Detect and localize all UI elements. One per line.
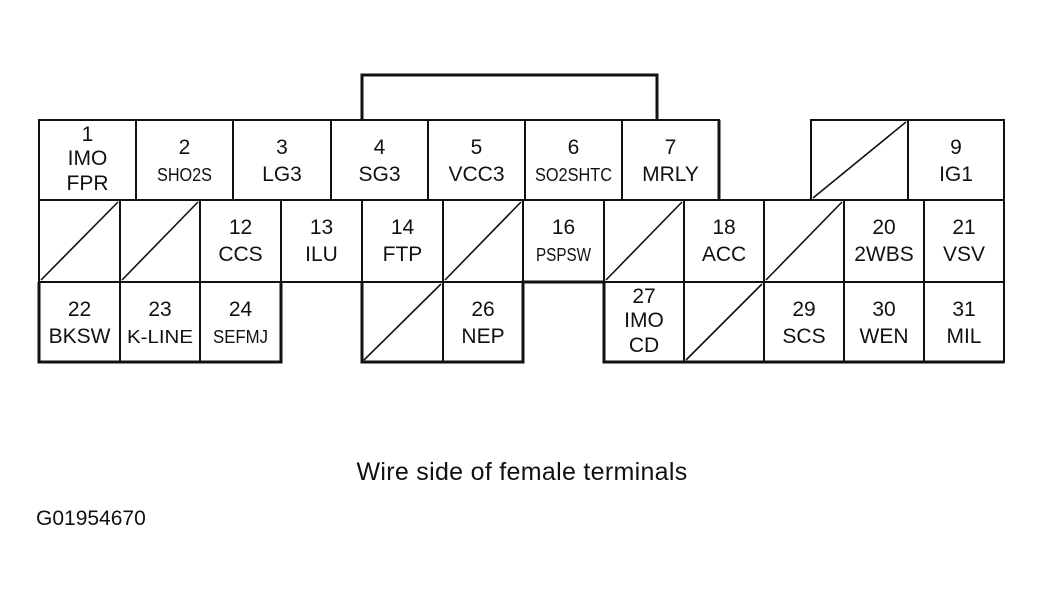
terminal-number: 13 <box>310 216 333 239</box>
figure-id: G01954670 <box>36 507 146 530</box>
empty-terminal-cavity <box>603 199 685 283</box>
blocked-cavity-slash <box>685 283 763 361</box>
terminal-signal-label: VCC3 <box>448 163 504 186</box>
terminal-signal-label: VSV <box>943 243 985 266</box>
terminal-number: 27 <box>632 285 655 308</box>
connector-outline-right <box>602 282 1004 364</box>
terminal-number: 23 <box>148 298 171 321</box>
terminal-signal-label: SG3 <box>358 163 400 186</box>
terminal-number: 30 <box>872 298 895 321</box>
empty-terminal-cavity <box>810 119 909 201</box>
terminal-number: 16 <box>552 216 575 239</box>
terminal-signal-label: IG1 <box>939 163 973 186</box>
blocked-cavity-slash <box>765 201 843 281</box>
terminal-signal-label: IMO <box>68 147 108 170</box>
terminal-signal-label: SO2SHTC <box>535 165 612 185</box>
terminal-signal-label-2: CD <box>629 334 659 357</box>
terminal-number: 6 <box>568 136 580 159</box>
terminal-signal-label: MIL <box>946 325 981 348</box>
connector-outline-left <box>37 282 283 364</box>
empty-terminal-cavity <box>763 199 845 283</box>
terminal-signal-label: MRLY <box>642 163 699 186</box>
terminal-number: 7 <box>665 136 677 159</box>
blocked-cavity-slash <box>605 201 683 281</box>
terminal-number: 26 <box>471 298 494 321</box>
empty-terminal-cavity <box>361 281 444 363</box>
terminal-number: 31 <box>952 298 975 321</box>
blocked-cavity-slash <box>121 201 199 281</box>
empty-terminal-cavity <box>442 199 524 283</box>
terminal-signal-label: ACC <box>702 243 746 266</box>
diagram-caption: Wire side of female terminals <box>356 458 688 486</box>
terminal-signal-label: ILU <box>305 243 338 266</box>
terminal-signal-label: SCS <box>782 325 825 348</box>
terminal-number: 12 <box>229 216 252 239</box>
terminal-signal-label: WEN <box>860 325 909 348</box>
connector-lock-tab <box>360 73 659 120</box>
empty-terminal-cavity <box>119 199 201 283</box>
terminal-23: 23K-LINE <box>119 281 201 363</box>
terminal-signal-label: FTP <box>383 243 423 266</box>
connector-outline-middle <box>360 280 604 364</box>
terminal-20: 20 2WBS <box>843 199 925 283</box>
terminal-signal-label: SEFMJ <box>213 327 268 347</box>
empty-terminal-cavity <box>38 199 121 283</box>
terminal-number: 24 <box>229 298 253 321</box>
terminal-signal-label: LG3 <box>262 163 302 186</box>
terminal-signal-label: 2WBS <box>854 243 914 266</box>
blocked-cavity-slash <box>40 201 119 281</box>
terminal-signal-label: CCS <box>218 243 262 266</box>
blocked-cavity-slash <box>812 121 907 199</box>
terminal-number: 5 <box>471 136 483 159</box>
terminal-number: 21 <box>952 216 975 239</box>
blocked-cavity-slash <box>363 283 442 361</box>
terminal-signal-label: K-LINE <box>127 327 193 347</box>
terminal-number: 3 <box>276 136 288 159</box>
terminal-number: 20 <box>872 216 895 239</box>
terminal-signal-label-2: FPR <box>67 172 109 195</box>
terminal-number: 29 <box>792 298 815 321</box>
terminal-number: 4 <box>374 136 386 159</box>
terminal-number: 18 <box>712 216 735 239</box>
empty-terminal-cavity <box>683 281 765 363</box>
terminal-signal-label: SHO2S <box>157 165 212 185</box>
terminal-number: 9 <box>950 136 962 159</box>
terminal-number: 2 <box>179 136 191 159</box>
terminal-signal-label: BKSW <box>49 325 111 348</box>
terminal-number: 1 <box>82 123 94 146</box>
terminal-number: 22 <box>68 298 91 321</box>
terminal-number: 14 <box>391 216 415 239</box>
blocked-cavity-slash <box>444 201 522 281</box>
terminal-signal-label: PSPSW <box>536 245 591 265</box>
terminal-signal-label: IMO <box>624 309 664 332</box>
terminal-signal-label: NEP <box>461 325 504 348</box>
